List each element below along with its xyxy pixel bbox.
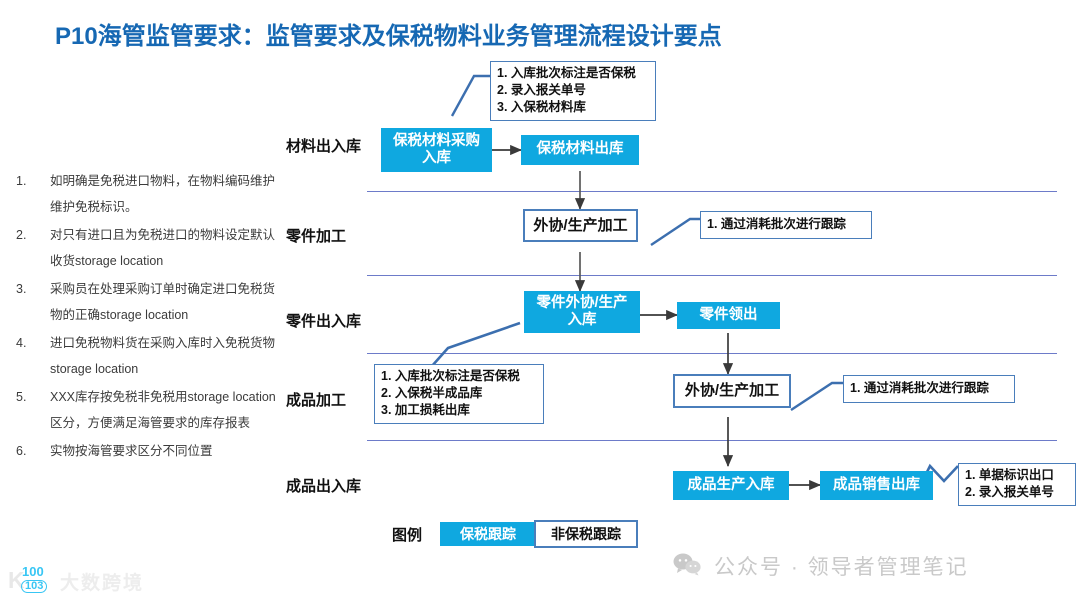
list-item-number: 5. <box>16 390 27 404</box>
brand-name: 大数跨境 <box>60 572 145 594</box>
row-label-part-inout: 零件出入库 <box>286 313 362 330</box>
legend-label: 图例 <box>392 527 423 544</box>
process-box-product-sales-out[interactable]: 成品销售出库 <box>820 471 933 500</box>
list-item: 3. 采购员在处理采购订单时确定进口免税货物的正确storage locatio… <box>12 276 280 328</box>
list-item-number: 1. <box>16 174 27 188</box>
lane-divider-2 <box>367 275 1057 276</box>
process-box-material-out[interactable]: 保税材料出库 <box>521 135 639 165</box>
legend-untracked-swatch: 非保税跟踪 <box>534 520 638 548</box>
list-item-text: 进口免税物料货在采购入库时入免税货物storage location <box>50 336 276 376</box>
list-item-text: 对只有进口且为免税进口的物料设定默认收货storage location <box>50 228 276 268</box>
process-box-material-purchase-in[interactable]: 保税材料采购 入库 <box>381 128 492 172</box>
list-item: 6. 实物按海管要求区分不同位置 <box>12 438 280 464</box>
list-item: 5. XXX库存按免税非免税用storage location区分，方便满足海管… <box>12 384 280 436</box>
list-item: 4. 进口免税物料货在采购入库时入免税货物storage location <box>12 330 280 382</box>
list-item-number: 4. <box>16 336 27 350</box>
footer-watermark: 公众号 · 领导者管理笔记 <box>672 551 969 581</box>
lane-divider-4 <box>367 440 1057 441</box>
brand-mark-bottom: 103 <box>21 580 48 593</box>
row-label-product-inout: 成品出入库 <box>286 478 362 495</box>
brand-mark-top: 100 <box>22 564 44 579</box>
callout-product-track-note: 1. 通过消耗批次进行跟踪 <box>843 375 1015 403</box>
k100-mark-icon: K 100 103 <box>8 564 54 598</box>
process-box-product-in[interactable]: 成品生产入库 <box>673 471 789 500</box>
row-label-part-processing: 零件加工 <box>286 228 347 245</box>
wechat-icon <box>672 552 702 581</box>
row-label-product-processing: 成品加工 <box>286 392 347 409</box>
process-box-part-issue[interactable]: 零件领出 <box>677 302 780 329</box>
lane-divider-1 <box>367 191 1057 192</box>
brand-logo: K 100 103 大数跨境 <box>8 564 144 598</box>
list-item-number: 6. <box>16 444 27 458</box>
page-title: P10海管监管要求：监管要求及保税物料业务管理流程设计要点 <box>55 23 722 50</box>
callout-part-track-note: 1. 通过消耗批次进行跟踪 <box>700 211 872 239</box>
watermark-text: 公众号 · 领导者管理笔记 <box>714 556 969 579</box>
list-item: 2. 对只有进口且为免税进口的物料设定默认收货storage location <box>12 222 280 274</box>
list-item-text: XXX库存按免税非免税用storage location区分，方便满足海管要求的… <box>50 390 276 430</box>
callout-material-note: 1. 入库批次标注是否保税 2. 录入报关单号 3. 入保税材料库 <box>490 61 656 121</box>
notes-list: 1. 如明确是免税进口物料，在物料编码维护维护免税标识。 2. 对只有进口且为免… <box>12 168 280 466</box>
process-box-part-process[interactable]: 外协/生产加工 <box>523 209 638 242</box>
list-item-text: 实物按海管要求区分不同位置 <box>50 444 213 458</box>
callout-part-in-note: 1. 入库批次标注是否保税 2. 入保税半成品库 3. 加工损耗出库 <box>374 364 544 424</box>
list-item-text: 采购员在处理采购订单时确定进口免税货物的正确storage location <box>50 282 276 322</box>
callout-product-out-note: 1. 单据标识出口 2. 录入报关单号 <box>958 463 1076 506</box>
list-item: 1. 如明确是免税进口物料，在物料编码维护维护免税标识。 <box>12 168 280 220</box>
lane-divider-3 <box>367 353 1057 354</box>
process-box-part-in[interactable]: 零件外协/生产 入库 <box>524 291 640 333</box>
row-label-material-inout: 材料出入库 <box>286 138 362 155</box>
process-box-product-process[interactable]: 外协/生产加工 <box>673 374 791 408</box>
list-item-number: 3. <box>16 282 27 296</box>
list-item-text: 如明确是免税进口物料，在物料编码维护维护免税标识。 <box>50 174 276 214</box>
brand-mark-letter: K <box>8 567 25 593</box>
legend-tracked-swatch: 保税跟踪 <box>440 522 536 546</box>
list-item-number: 2. <box>16 228 27 242</box>
